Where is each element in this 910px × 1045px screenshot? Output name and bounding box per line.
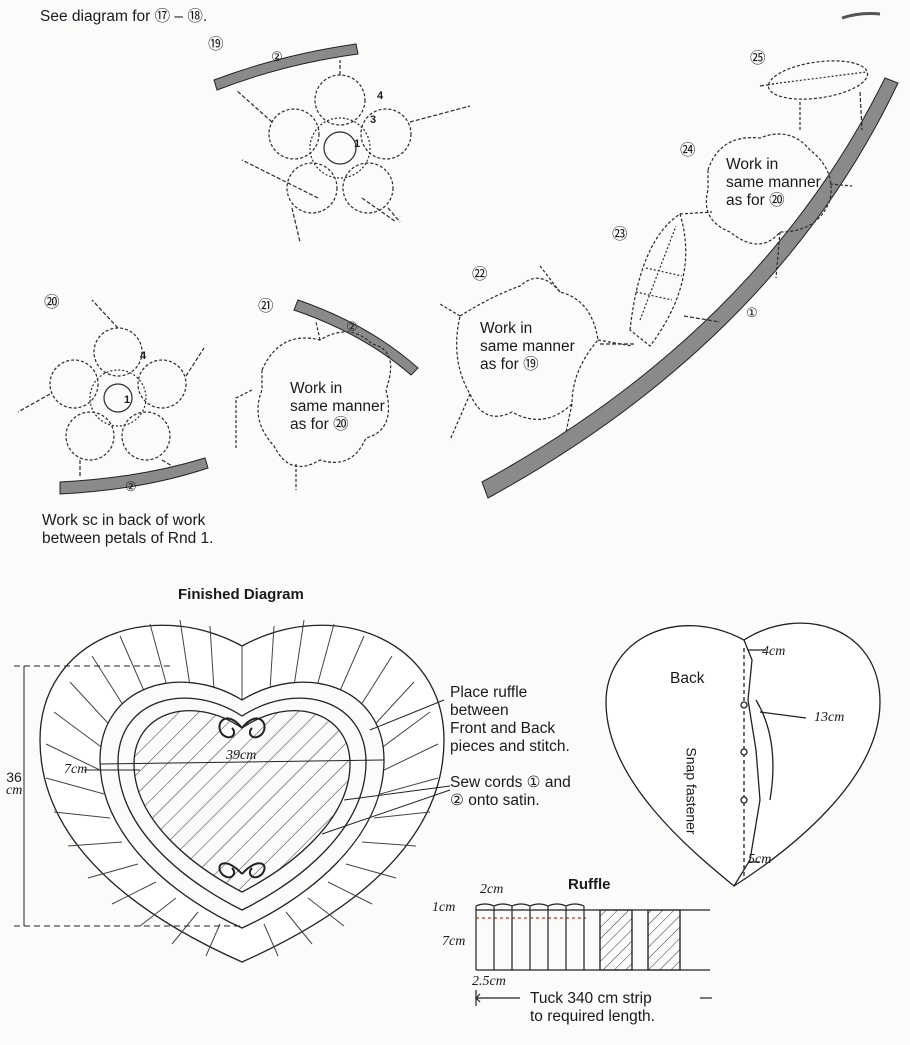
cord-1-label: ① [746,305,758,320]
heart-dimensions [14,665,451,927]
ruffle-dim-1: 1cm [432,900,456,915]
ruffle-dim-25: 2.5cm [472,974,506,989]
ruffle-dim-2: 2cm [480,882,504,897]
motif-23-number: ㉓ [612,226,628,243]
finished-width: 39cm [226,748,257,763]
motif-21-number: ㉑ [258,298,274,315]
motif-21 [235,321,392,490]
motif-19-round-4: 4 [377,90,384,102]
ruffle-strip [475,903,712,1006]
cords-note: Sew cords ① and ② onto satin. [450,774,571,809]
back-dim-top: 4cm [762,644,786,659]
motif-24-instruction: Work in same manner as for ⑳ [726,156,821,209]
motif-25 [759,60,869,131]
finished-height: 36 cm [6,769,23,798]
motif-19-round-1: 1 [354,138,361,150]
ruffle-title: Ruffle [568,876,611,893]
motif-20-round-1: 1 [124,394,131,406]
finished-diagram-title: Finished Diagram [178,586,304,603]
motif-19 [235,60,471,243]
header-note: See diagram for ⑰ – ⑱. [40,8,208,25]
ruffle-placement-note: Place ruffle between Front and Back piec… [450,684,570,755]
motif-20 [17,299,205,478]
motif-22-instruction: Work in same manner as for ⑲ [480,320,575,373]
cord-2-strips [59,43,419,495]
motif-19-round-3: 3 [370,114,377,126]
back-heart [605,622,881,887]
motif-20-number: ⑳ [44,294,60,311]
motif-19-number: ⑲ [208,36,224,53]
motif-22 [439,265,633,441]
back-dim-bottom: 5cm [748,852,772,867]
back-dim-right: 13cm [814,710,845,725]
snap-fastener-label: Snap fastener [683,747,700,835]
cord-2-label-a: ② [271,49,283,64]
motif-22-number: ㉒ [472,266,488,283]
motif-20-round-4: 4 [140,350,147,362]
back-label: Back [670,670,705,687]
motif-21-instruction: Work in same manner as for ⑳ [290,380,385,433]
cord-2-label-c: ② [125,479,137,494]
cord-1-strip [481,77,899,499]
cord-2-label-b: ② [346,319,358,334]
finished-ruffle-depth: 7cm [64,762,88,777]
motif-24 [679,100,853,279]
ruffle-dim-7: 7cm [442,934,466,949]
finished-heart [39,619,445,963]
motif-24-number: ㉔ [680,142,696,159]
stray-mark [841,12,881,20]
sc-note: Work sc in back of work between petals o… [42,512,214,547]
ruffle-tuck-note: Tuck 340 cm strip to required length. [530,990,655,1025]
motif-25-number: ㉕ [750,50,766,67]
